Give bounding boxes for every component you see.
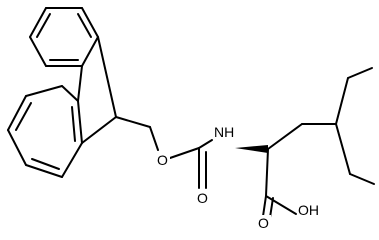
bond [265, 195, 297, 215]
double-bond-inner [31, 158, 60, 170]
structure-canvas: O NH O O OH [7, 7, 375, 231]
bond [77, 65, 83, 102]
label-background [213, 124, 237, 140]
bond [265, 148, 269, 197]
label-background [257, 215, 271, 231]
atom-label-o-carbonyl: O [197, 190, 208, 206]
double-bond-inner [71, 106, 76, 142]
label-background [297, 202, 321, 218]
carboxylic-acid [261, 148, 297, 225]
label-background [196, 190, 210, 206]
atom-label-o-ester: O [157, 152, 168, 168]
fluorene-five-ring [77, 36, 117, 144]
bond [347, 67, 373, 79]
bond [169, 147, 200, 159]
bond [25, 85, 63, 97]
bond [61, 85, 79, 102]
bond [81, 7, 99, 38]
bond [198, 139, 213, 149]
bond [29, 7, 47, 38]
bond [7, 95, 27, 131]
bond [335, 123, 351, 175]
double-bond-inner [77, 13, 92, 38]
molecule-diagram: O NH O O OH [7, 7, 375, 231]
bond [25, 164, 63, 178]
atom-label-oh: OH [298, 202, 319, 218]
stereo-wedge-bond [235, 145, 268, 153]
atom-label-nh: NH [214, 124, 234, 140]
bond [267, 123, 303, 150]
bond [97, 36, 117, 118]
bond [115, 116, 151, 128]
label-background [156, 152, 170, 168]
double-bond-inner [36, 13, 51, 38]
bond [77, 100, 83, 144]
side-chain [267, 67, 375, 185]
atom-label-o-acid: O [258, 215, 269, 231]
bond [149, 126, 159, 151]
fluorene-left-ring [29, 7, 99, 67]
bond [81, 36, 99, 67]
bond [29, 36, 47, 67]
bond [335, 77, 349, 125]
bond [61, 142, 83, 178]
bond [349, 173, 375, 185]
fmoc-linker [115, 116, 213, 189]
bond [81, 116, 117, 144]
bond [7, 129, 27, 166]
double-bond-inner [15, 102, 32, 131]
fluorene-bottom-ring [7, 85, 83, 178]
